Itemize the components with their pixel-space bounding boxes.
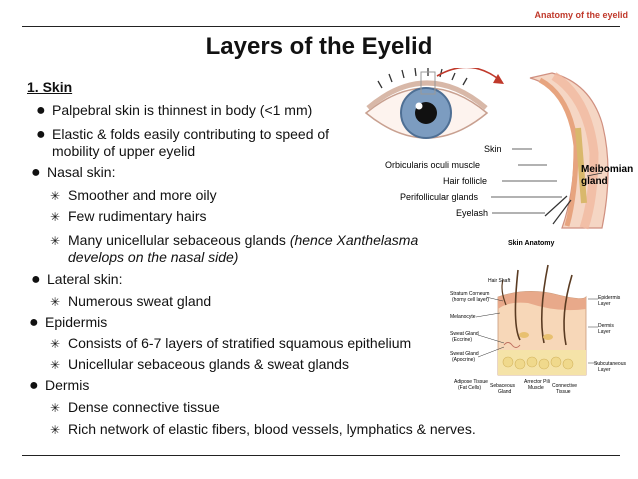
label-skin: Skin: [484, 144, 502, 154]
label-melanocyte: Melanocyte: [450, 314, 476, 320]
skin-figure-title: Skin Anatomy: [508, 240, 555, 247]
label-meibomian: Meibomian: [581, 164, 633, 175]
label-fat-cells: (Fat Cells): [458, 385, 481, 391]
star-bullet-icon: ✳: [50, 210, 61, 224]
star-bullet-icon: ✳: [50, 189, 61, 203]
label-connective: Connective: [552, 383, 577, 389]
sub-list-item-continued: develops on the nasal side): [68, 249, 239, 265]
label-connective-tissue: Tissue: [556, 389, 571, 395]
page-title: Layers of the Eyelid: [205, 33, 433, 60]
label-perifollicular: Perifollicular glands: [400, 192, 479, 202]
eyelid-cross-section: [529, 72, 609, 230]
header-tag: Anatomy of the eyelid: [534, 10, 628, 20]
skin-anatomy-figure: Skin Anatomy Hair Shaft Stratum Corneum …: [450, 240, 626, 395]
list-item-continued: mobility of upper eyelid: [52, 143, 196, 159]
bullet-icon: ●: [31, 271, 41, 288]
list-item: ●Elastic & folds easily contributing to …: [36, 126, 330, 143]
sub-list-item: ✳Smoother and more oily: [50, 187, 217, 203]
label-hair-follicle: Hair follicle: [443, 176, 487, 186]
sub-list-item: ✳Unicellular sebaceous glands & sweat gl…: [50, 356, 349, 372]
label-subcutaneous: Subcutaneous: [594, 361, 626, 367]
label-subcutaneous-layer: Layer: [598, 367, 611, 373]
label-arrector-pili: Arrector Pili: [524, 379, 550, 385]
label-dermis: Dermis: [598, 323, 614, 329]
top-divider: [22, 26, 620, 27]
label-sebaceous-gland: Gland: [498, 389, 512, 395]
eye-illustration: [364, 68, 489, 139]
label-sweat-gland-apocrine: Sweat Gland: [450, 351, 479, 357]
sub-list-item: ✳Many unicellular sebaceous glands (henc…: [50, 232, 419, 248]
list-item: ●Palpebral skin is thinnest in body (<1 …: [36, 102, 313, 119]
label-horny-cell-layer: (horny cell layer): [452, 297, 489, 303]
sub-list-item: ✳Few rudimentary hairs: [50, 208, 207, 224]
label-hair-shaft: Hair Shaft: [488, 278, 511, 284]
label-stratum-corneum: Stratum Corneum: [450, 291, 489, 297]
skin-block-illustration: [497, 264, 587, 376]
bottom-divider: [22, 455, 620, 456]
arrow-icon: [436, 68, 503, 83]
star-bullet-icon: ✳: [50, 295, 61, 309]
label-sebaceous: Sebaceous: [490, 383, 516, 389]
bullet-icon: ●: [36, 102, 46, 119]
label-eyelash: Eyelash: [456, 208, 488, 218]
sub-list-item: ✳Consists of 6-7 layers of stratified sq…: [50, 335, 412, 351]
bullet-icon: ●: [29, 377, 39, 394]
star-bullet-icon: ✳: [50, 358, 61, 372]
bullet-icon: ●: [31, 164, 41, 181]
sub-list-item: ✳Dense connective tissue: [50, 399, 220, 415]
label-orbicularis: Orbicularis oculi muscle: [385, 160, 480, 170]
eyelid-anatomy-figure: Skin Orbicularis oculi muscle Hair folli…: [364, 68, 633, 230]
list-item: ●Epidermis: [29, 314, 108, 331]
label-arrector-muscle: Muscle: [528, 385, 544, 391]
sub-list-item: ✳Rich network of elastic fibers, blood v…: [50, 421, 476, 437]
list-item: ●Dermis: [29, 377, 90, 394]
label-epidermis-layer: Layer: [598, 301, 611, 307]
star-bullet-icon: ✳: [50, 234, 61, 248]
star-bullet-icon: ✳: [50, 401, 61, 415]
section-heading: 1. Skin: [27, 79, 73, 95]
bullet-icon: ●: [29, 314, 39, 331]
star-bullet-icon: ✳: [50, 337, 61, 351]
label-dermis-layer: Layer: [598, 329, 611, 335]
label-apocrine: (Apocrine): [452, 357, 475, 363]
label-sweat-gland-eccrine: Sweat Gland: [450, 331, 479, 337]
sub-list-item: ✳Numerous sweat gland: [50, 293, 212, 309]
list-item: ●Nasal skin:: [31, 164, 116, 181]
bullet-icon: ●: [36, 126, 46, 143]
label-epidermis: Epidermis: [598, 295, 621, 301]
label-eccrine: (Eccrine): [452, 337, 472, 343]
star-bullet-icon: ✳: [50, 423, 61, 437]
label-adipose-tissue: Adipose Tissue: [454, 379, 488, 385]
label-meibomian-gland: gland: [581, 176, 608, 187]
list-item: ●Lateral skin:: [31, 271, 123, 288]
